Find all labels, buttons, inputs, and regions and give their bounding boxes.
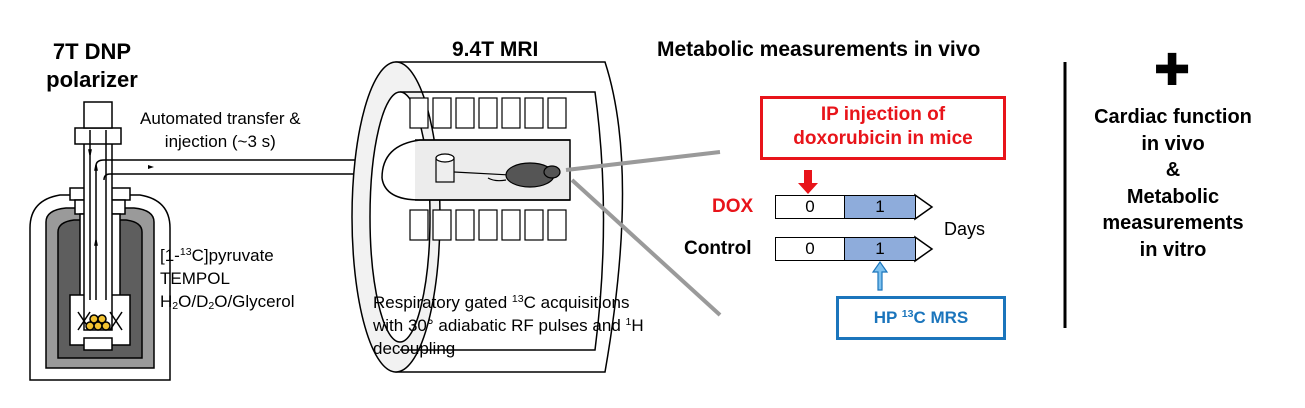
mri-coil-segments bbox=[409, 97, 567, 241]
polarizer-drawing bbox=[29, 101, 171, 381]
acq-line2: with 30° adiabatic RF pulses and 1H bbox=[373, 316, 644, 335]
right-line6: in vitro bbox=[1139, 238, 1207, 261]
red-down-arrow bbox=[798, 170, 818, 194]
days-label: Days bbox=[944, 219, 986, 239]
dox-label: DOX bbox=[712, 196, 754, 217]
right-line5: measurements bbox=[1102, 212, 1244, 234]
hp-mrs-box: HP 13C MRS bbox=[836, 296, 1006, 340]
control-label: Control bbox=[684, 238, 752, 259]
right-line1: Cardiac function bbox=[1094, 106, 1252, 128]
polarizer-title-line1: 7T DNP bbox=[52, 39, 132, 64]
blue-up-arrow bbox=[871, 260, 889, 291]
metabolic-title: Metabolic measurements in vivo bbox=[657, 38, 981, 61]
right-line3: & bbox=[1165, 159, 1181, 181]
ip-box-line2: doxorubicin in mice bbox=[793, 128, 973, 149]
polarizer-title-line2: polarizer bbox=[46, 67, 138, 92]
transfer-label: Automated transfer & injection (~3 s) bbox=[140, 107, 301, 153]
pyruvate-line: [1-13C]pyruvate bbox=[160, 246, 274, 265]
right-summary: Cardiac function in vivo & Metabolic mea… bbox=[1094, 104, 1252, 263]
transfer-line bbox=[95, 159, 438, 181]
timeline-arrows bbox=[914, 193, 934, 263]
transfer-line1: Automated transfer & bbox=[140, 109, 301, 128]
sample-composition: [1-13C]pyruvate TEMPOL H2O/D2O/Glycerol bbox=[160, 244, 295, 313]
ip-box-line1: IP injection of bbox=[820, 104, 946, 125]
solvent-line: H2O/D2O/Glycerol bbox=[160, 292, 295, 313]
tempol-line: TEMPOL bbox=[160, 269, 230, 288]
acq-line1: Respiratory gated 13C acquisitions bbox=[373, 293, 630, 312]
acquisition-description: Respiratory gated 13C acquisitions with … bbox=[373, 291, 644, 360]
polarizer-title: 7T DNP polarizer bbox=[46, 38, 138, 94]
acq-line3: decoupling bbox=[373, 339, 456, 358]
mri-drawing bbox=[351, 61, 624, 373]
control-day0-cell: 0 bbox=[775, 237, 845, 261]
plus-icon: ✚ bbox=[1153, 46, 1191, 95]
mri-title: 9.4T MRI bbox=[452, 38, 539, 61]
transfer-line2: injection (~3 s) bbox=[164, 132, 276, 151]
dox-day1-cell: 1 bbox=[844, 195, 916, 219]
zoom-lines bbox=[565, 150, 722, 317]
right-line2: in vivo bbox=[1141, 132, 1205, 155]
ip-injection-box: IP injection of doxorubicin in mice bbox=[760, 96, 1006, 160]
right-line4: Metabolic bbox=[1126, 185, 1220, 208]
mouse-and-injector bbox=[435, 153, 561, 188]
dox-day0-cell: 0 bbox=[775, 195, 845, 219]
control-day1-cell: 1 bbox=[844, 237, 916, 261]
